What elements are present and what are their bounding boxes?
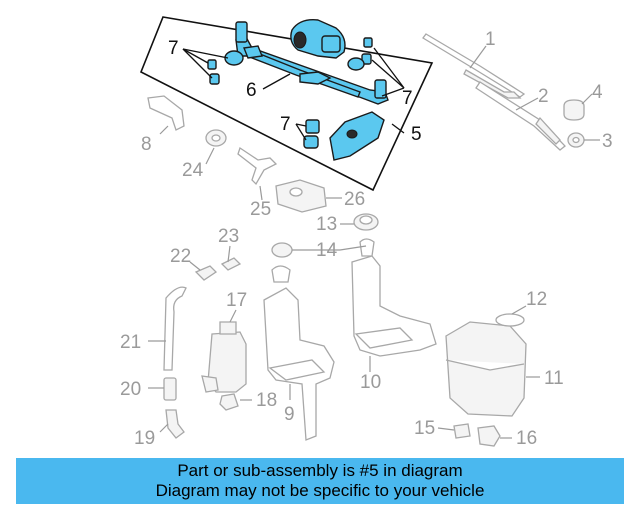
callout-19: 19	[134, 428, 155, 449]
callout-20: 20	[120, 379, 141, 400]
banner-line-2: Diagram may not be specific to your vehi…	[155, 481, 485, 500]
hose-25	[237, 146, 278, 186]
callout-1: 1	[485, 29, 496, 50]
callout-26: 26	[344, 189, 365, 210]
cap-4	[563, 99, 585, 121]
callout-18: 18	[256, 390, 277, 411]
bracket-8	[147, 95, 185, 131]
dark-leader-lines	[182, 47, 405, 141]
callout-12: 12	[526, 289, 547, 310]
seal-12	[495, 313, 525, 327]
callout-16: 16	[516, 428, 537, 449]
callout-3: 3	[602, 131, 613, 152]
bolt-set[interactable]	[207, 37, 373, 149]
callout-4: 4	[592, 82, 603, 103]
grommet-15	[453, 423, 471, 439]
callout-5: 5	[411, 124, 422, 145]
nozzle-22	[194, 265, 218, 281]
callout-labels: 1 2 4 3 5 6 7 7 7 8 24 25 26 13 14 22 23…	[120, 29, 613, 449]
tube-20	[163, 377, 177, 401]
callout-22: 22	[170, 246, 191, 267]
reservoir-9	[263, 287, 335, 441]
reservoir-10	[351, 255, 437, 357]
callout-9: 9	[284, 404, 295, 425]
callout-17: 17	[226, 290, 247, 311]
callout-25: 25	[250, 199, 271, 220]
banner-line-1: Part or sub-assembly is #5 in diagram	[177, 461, 463, 480]
callout-15: 15	[414, 418, 435, 439]
callout-7-left: 7	[168, 38, 179, 59]
callout-10: 10	[360, 372, 381, 393]
callout-7-right: 7	[402, 88, 413, 109]
filler-cap-14-a	[271, 242, 293, 258]
mounting-bracket[interactable]	[329, 111, 385, 161]
pump-17	[201, 321, 247, 393]
wiper-blade-2	[475, 81, 566, 151]
callout-21: 21	[120, 332, 141, 353]
fitting-19	[165, 409, 185, 439]
grommet-24	[205, 129, 227, 147]
wiper-linkage-assembly-panel[interactable]	[139, 16, 434, 192]
info-banner: Part or sub-assembly is #5 in diagram Di…	[16, 458, 624, 504]
nut-3	[567, 132, 585, 148]
callout-24: 24	[182, 160, 204, 181]
tank-11	[445, 321, 527, 417]
callout-2: 2	[538, 86, 549, 107]
parts-diagram: 1 2 4 3 5 6 7 7 7 8 24 25 26 13 14 22 23…	[120, 16, 613, 449]
wiper-motor[interactable]	[290, 19, 346, 59]
cover-26	[275, 179, 327, 213]
callout-7-bottom: 7	[280, 114, 291, 135]
callout-14: 14	[316, 240, 338, 261]
callout-13: 13	[316, 214, 337, 235]
callout-23: 23	[218, 226, 239, 247]
callout-8: 8	[141, 134, 152, 155]
linkage-bar[interactable]	[235, 21, 389, 105]
grommet-18	[219, 393, 239, 411]
hose-21	[163, 286, 187, 371]
connector-23	[220, 257, 242, 271]
callout-11: 11	[544, 368, 564, 389]
pump-cap-13	[353, 213, 379, 231]
grey-leader-lines	[148, 45, 600, 439]
wiper-arm-1	[422, 33, 526, 99]
callout-6: 6	[246, 80, 257, 101]
sensor-16	[477, 425, 501, 447]
filler-neck-14-b	[271, 238, 375, 283]
